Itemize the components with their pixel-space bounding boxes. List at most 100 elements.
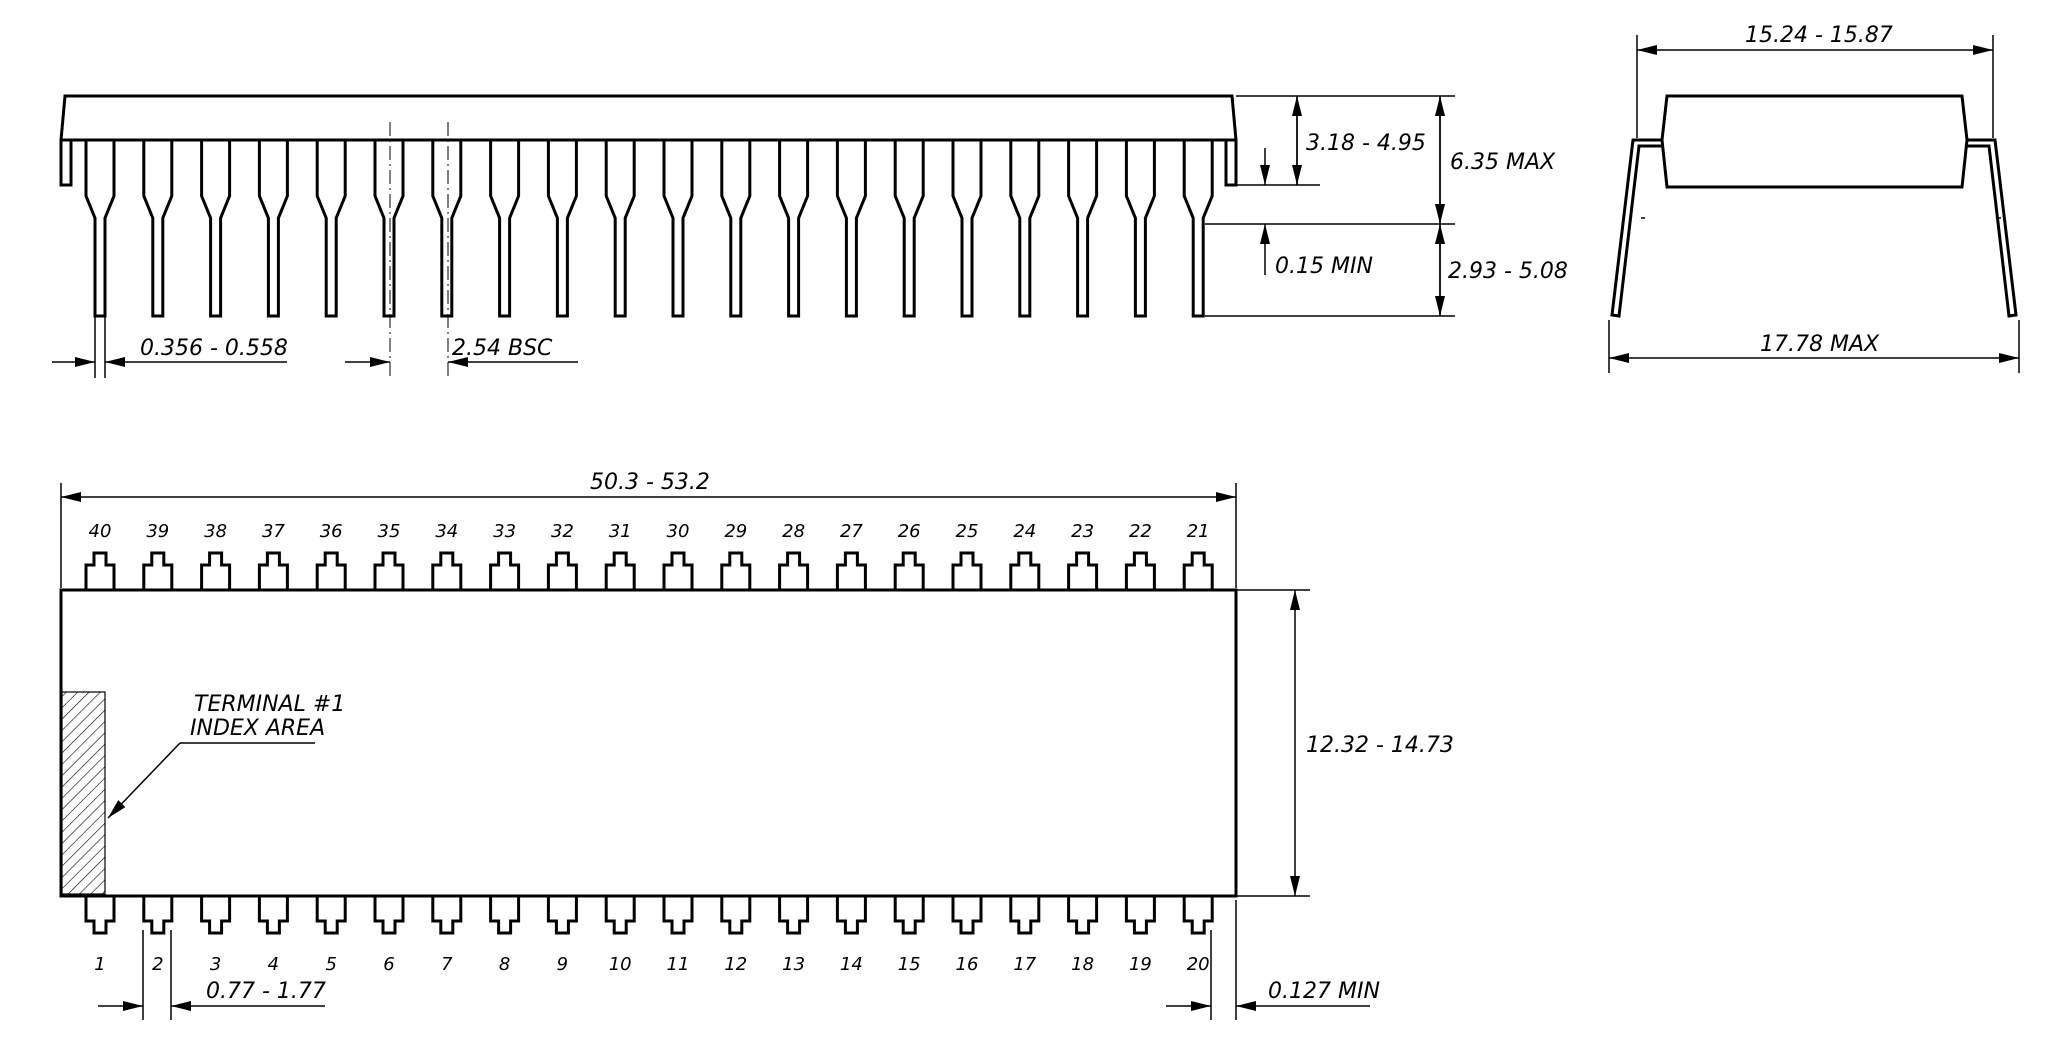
top-view-pins-upper (84, 551, 1214, 590)
pin-number-bottom: 7 (441, 954, 453, 975)
bottom-pin-outline (1182, 896, 1214, 935)
end-gap-label: 0.127 MIN (1268, 979, 1380, 1004)
side-view-lead-left (1610, 138, 1662, 318)
lead-length-label: 2.93 - 5.08 (1448, 259, 1568, 284)
side-view (1610, 94, 2018, 318)
pin-number-top: 30 (667, 521, 690, 542)
pin-number-top: 35 (378, 521, 401, 542)
top-pin-outline (431, 551, 463, 590)
top-pin-outline (1067, 551, 1099, 590)
top-pin-outline (315, 551, 347, 590)
bottom-pin-outline (546, 896, 578, 935)
pin-number-bottom: 2 (152, 954, 163, 975)
bottom-pin-outline (951, 896, 983, 935)
bottom-pin-outline (1124, 896, 1156, 935)
pin-number-top: 23 (1071, 521, 1094, 542)
top-pin-outline (546, 551, 578, 590)
lead-span-label: 17.78 MAX (1760, 332, 1880, 357)
top-pin-outline (373, 551, 405, 590)
front-view-lead (200, 140, 232, 318)
bottom-pin-outline (604, 896, 636, 935)
front-view-lead (1182, 140, 1214, 318)
pin-number-bottom: 15 (898, 954, 921, 975)
pin-number-bottom: 20 (1187, 954, 1210, 975)
bottom-pin-outline (1009, 896, 1041, 935)
front-view-lead (489, 140, 521, 318)
pin-number-bottom: 11 (667, 954, 690, 975)
bottom-pin-outline (662, 896, 694, 935)
pin-number-bottom: 8 (499, 954, 510, 975)
pin-number-bottom: 19 (1129, 954, 1152, 975)
side-view-dimensions: 15.24 - 15.87 17.78 MAX (1608, 23, 2020, 373)
top-pin-outline (662, 551, 694, 590)
pin-number-top: 31 (609, 521, 632, 542)
bottom-pin-outline (489, 896, 521, 935)
front-view-lead (1124, 140, 1156, 318)
bottom-pin-outline (1067, 896, 1099, 935)
pin-number-top: 29 (724, 521, 747, 542)
pin-number-top: 38 (204, 521, 227, 542)
pin-number-top: 40 (89, 521, 112, 542)
bottom-pin-outline (142, 896, 174, 935)
front-view-lead (84, 140, 116, 318)
top-pin-outline (84, 551, 116, 590)
terminal-index-area (61, 691, 106, 895)
top-pin-outline (893, 551, 925, 590)
top-pin-outline (778, 551, 810, 590)
pin-number-top: 28 (782, 521, 805, 542)
top-view-body (59, 588, 1238, 898)
pin-number-top: 26 (898, 521, 921, 542)
bottom-pin-outline (720, 896, 752, 935)
front-view-lead (604, 140, 636, 318)
pin-number-top: 27 (840, 521, 863, 542)
body-length-label: 50.3 - 53.2 (590, 470, 710, 495)
top-pin-outline (489, 551, 521, 590)
front-view-lead (720, 140, 752, 318)
pin-number-bottom: 17 (1013, 954, 1036, 975)
bottom-pin-outline (778, 896, 810, 935)
pin-number-top: 24 (1013, 521, 1036, 542)
seating-min-label: 0.15 MIN (1275, 254, 1373, 279)
front-view-lead (431, 140, 463, 318)
pin-number-bottom: 6 (383, 954, 394, 975)
pin-number-bottom: 16 (956, 954, 979, 975)
pin-number-top: 25 (956, 521, 979, 542)
pin-number-bottom: 1 (94, 954, 105, 975)
front-view-lead (315, 140, 347, 318)
top-pin-outline (1182, 551, 1214, 590)
bottom-pin-outline (315, 896, 347, 935)
pin-number-top: 37 (262, 521, 285, 542)
front-view-lead (893, 140, 925, 318)
top-pin-outline (835, 551, 867, 590)
front-view-lead (778, 140, 810, 318)
top-pin-outline (604, 551, 636, 590)
pin-number-bottom: 14 (840, 954, 863, 975)
pin-number-top: 32 (551, 521, 574, 542)
pin-number-bottom: 18 (1071, 954, 1094, 975)
pin-number-bottom: 9 (557, 954, 568, 975)
pitch-label: 2.54 BSC (452, 336, 553, 361)
bottom-pin-outline (84, 896, 116, 935)
bottom-pin-outline (373, 896, 405, 935)
pin-number-bottom: 12 (724, 954, 747, 975)
front-view-lead (142, 140, 174, 318)
top-pin-outline (1009, 551, 1041, 590)
lead-width-label: 0.356 - 0.558 (140, 336, 288, 361)
bottom-pin-outline (893, 896, 925, 935)
pin-number-top: 36 (320, 521, 343, 542)
side-view-body (1660, 94, 1969, 189)
pin-number-bottom: 10 (609, 954, 632, 975)
pin-number-top: 39 (146, 521, 169, 542)
front-view-lead (546, 140, 578, 318)
pin-number-bottom: 5 (325, 954, 336, 975)
leader-arrow (107, 742, 181, 819)
pin-number-top: 33 (493, 521, 516, 542)
pin-number-bottom: 4 (268, 954, 279, 975)
top-pin-outline (142, 551, 174, 590)
index-label-line2: INDEX AREA (190, 716, 325, 741)
side-view-lead-right (1967, 138, 2018, 318)
index-area-callout: TERMINAL #1 INDEX AREA (107, 692, 345, 819)
pin-number-top: 22 (1129, 521, 1152, 542)
